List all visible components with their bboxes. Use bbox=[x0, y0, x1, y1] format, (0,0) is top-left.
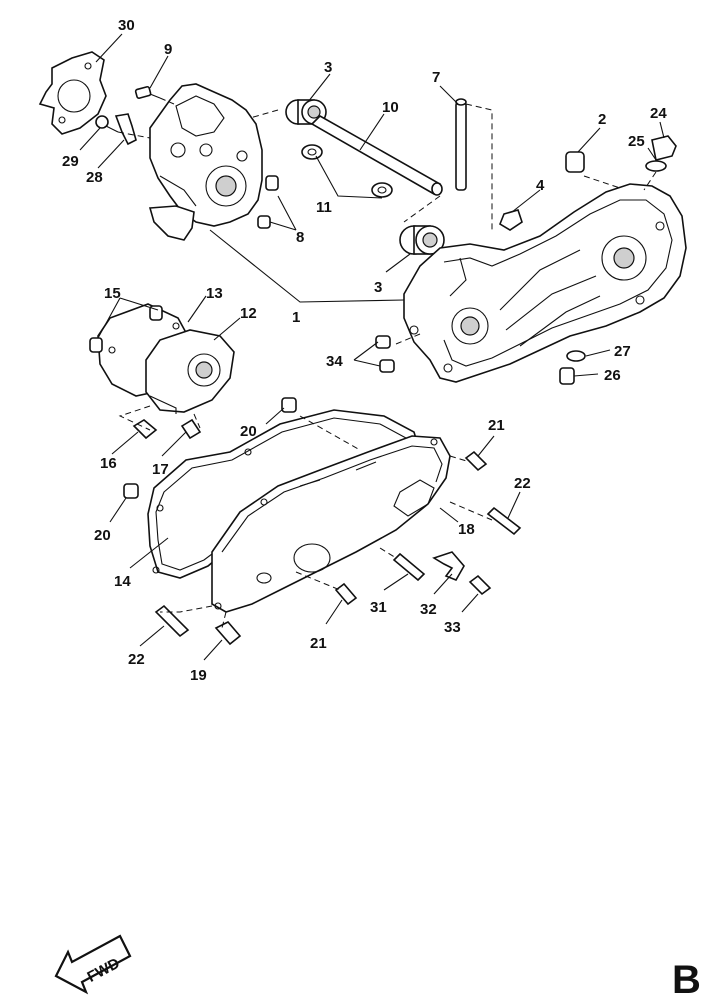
callout-33: 33 bbox=[444, 619, 461, 636]
callout-20-upper: 20 bbox=[240, 423, 257, 440]
part-1-right-crankcase bbox=[403, 183, 687, 383]
callout-18: 18 bbox=[458, 521, 475, 538]
part-2-collar bbox=[565, 151, 585, 173]
callout-4: 4 bbox=[536, 177, 545, 194]
part-21-bolt-upper bbox=[464, 450, 488, 472]
callout-30: 30 bbox=[118, 17, 135, 34]
callout-24: 24 bbox=[650, 105, 667, 122]
callout-12: 12 bbox=[240, 305, 257, 322]
callout-21-lower: 21 bbox=[310, 635, 327, 652]
part-20-dowel-upper bbox=[281, 397, 297, 413]
part-7-pin bbox=[455, 98, 467, 191]
part-26-bolt bbox=[559, 367, 575, 385]
callout-3-upper: 3 bbox=[324, 59, 332, 76]
part-34-bolts bbox=[375, 335, 395, 373]
part-22-bolt-upper bbox=[486, 506, 522, 536]
part-31-bolt bbox=[392, 552, 426, 582]
part-3-bearing-upper bbox=[285, 99, 327, 125]
part-33-bolt bbox=[468, 574, 492, 596]
part-16-bolt bbox=[132, 419, 158, 440]
callout-2: 2 bbox=[598, 111, 606, 128]
part-22-bolt-lower bbox=[154, 604, 190, 638]
part-19-dowel bbox=[214, 621, 242, 646]
part-30-plate bbox=[38, 51, 107, 135]
alignment-lines bbox=[117, 97, 657, 629]
callout-11: 11 bbox=[316, 199, 332, 216]
part-12-housing bbox=[145, 329, 235, 414]
part-9-bolt bbox=[134, 85, 161, 99]
part-10-shaft bbox=[310, 115, 443, 196]
callout-31: 31 bbox=[370, 599, 387, 616]
callout-26: 26 bbox=[604, 367, 621, 384]
part-32-bracket bbox=[432, 551, 465, 582]
callout-25: 25 bbox=[628, 133, 645, 150]
leader-lines bbox=[79, 33, 665, 661]
left-crankcase-upper bbox=[148, 83, 263, 241]
callout-10: 10 bbox=[382, 99, 399, 116]
part-17-bolt bbox=[180, 418, 202, 440]
callout-29: 29 bbox=[62, 153, 79, 170]
part-21-bolt-lower bbox=[334, 582, 358, 606]
callout-17: 17 bbox=[152, 461, 169, 478]
part-3-bearing-lower bbox=[399, 225, 445, 255]
callout-19: 19 bbox=[190, 667, 207, 684]
callout-16: 16 bbox=[100, 455, 117, 472]
callout-21-upper: 21 bbox=[488, 417, 505, 434]
callout-20-lower: 20 bbox=[94, 527, 111, 544]
fwd-arrow-icon: FWD bbox=[54, 934, 132, 995]
part-27-washer bbox=[566, 350, 586, 362]
part-15-dowels bbox=[89, 305, 163, 353]
callout-14: 14 bbox=[114, 573, 131, 590]
callout-22-lower: 22 bbox=[128, 651, 145, 668]
callout-15: 15 bbox=[104, 285, 121, 302]
part-20-dowel-lower bbox=[123, 483, 139, 499]
callout-27: 27 bbox=[614, 343, 631, 360]
part-24-plug bbox=[651, 135, 677, 161]
callout-28: 28 bbox=[86, 169, 103, 186]
callout-labels: 30 9 29 28 3 10 7 24 2 25 11 4 8 3 1 15 … bbox=[62, 17, 667, 684]
callout-8: 8 bbox=[296, 229, 304, 246]
part-11-washers bbox=[301, 144, 393, 198]
page-letter: B bbox=[672, 958, 701, 1002]
callout-1: 1 bbox=[292, 309, 300, 326]
callout-7: 7 bbox=[432, 69, 440, 86]
part-25-oring bbox=[645, 160, 667, 172]
callout-34: 34 bbox=[326, 353, 343, 370]
callout-32: 32 bbox=[420, 601, 437, 618]
part-29-screw bbox=[95, 115, 119, 133]
callout-9: 9 bbox=[164, 41, 172, 58]
callout-3-lower: 3 bbox=[374, 279, 382, 296]
part-28-clip bbox=[114, 113, 137, 146]
part-18-cover bbox=[211, 435, 451, 613]
callout-13: 13 bbox=[206, 285, 223, 302]
callout-22-upper: 22 bbox=[514, 475, 531, 492]
part-4-clip bbox=[499, 209, 523, 231]
